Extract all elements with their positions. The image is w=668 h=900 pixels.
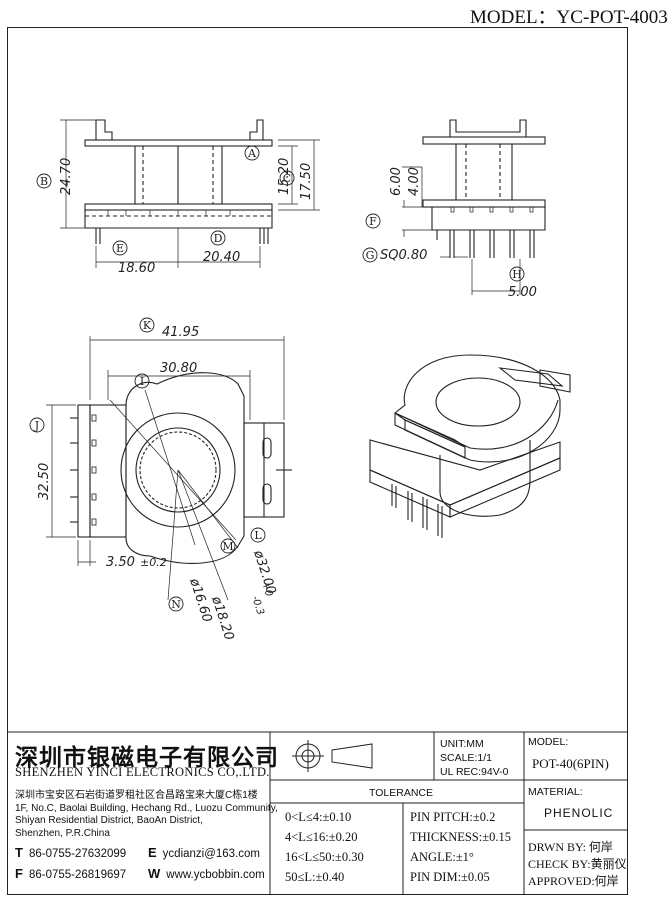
address-en-2: Shiyan Residential District, BaoAn Distr… <box>15 815 203 826</box>
address-en-1: 1F, No.C, Baolai Building, Hechang Rd., … <box>15 802 278 814</box>
pin-dim: PIN DIM:±0.05 <box>410 870 490 884</box>
unit: UNIT:MM <box>440 738 484 750</box>
address-en-3: Shenzhen, P.R.China <box>15 827 110 839</box>
callout-g: G <box>366 249 375 262</box>
dim-h: 5.00 <box>508 285 537 300</box>
dim-j2: 3.50 <box>106 555 135 570</box>
dim-f4: 4.00 <box>407 167 422 196</box>
dim-g: SQ0.80 <box>380 248 427 263</box>
callout-f: F <box>369 215 377 228</box>
check-by: CHECK BY:黄丽仪 <box>528 857 627 871</box>
dim-k: 41.95 <box>162 325 199 340</box>
dim-a: 15.20 <box>277 158 292 195</box>
dim-j: 32.50 <box>37 463 52 500</box>
callout-h: H <box>512 268 522 281</box>
callout-m: M <box>222 540 233 553</box>
callout-k: K <box>143 319 152 332</box>
email-value: ycdianzi@163.com <box>162 848 261 860</box>
dim-e: 18.60 <box>118 261 155 276</box>
fax-label: F <box>15 866 23 881</box>
callout-c: C <box>283 172 291 185</box>
fax-value: 86-0755-26819697 <box>28 869 127 881</box>
scale: SCALE:1/1 <box>440 752 492 764</box>
callout-n: N <box>171 598 181 611</box>
tolerance-1: 0<L≤4:±0.10 <box>285 810 352 824</box>
dim-l-tol-minus: -0.3 <box>249 595 265 617</box>
isometric-view <box>369 354 571 538</box>
material-title: MATERIAL: <box>528 786 583 798</box>
technical-drawing <box>7 119 628 895</box>
tel-label: T <box>15 845 23 860</box>
company-address: 深圳市宝安区石岩街道罗租社区合昌路宝来大厦C栋1楼 1F, No.C, Baol… <box>15 790 278 840</box>
contact-fax: F 86-0755-26819697 <box>15 866 126 881</box>
top-view <box>46 336 292 601</box>
tolerance-2: 4<L≤16:±0.20 <box>285 830 358 844</box>
company-name-en: SHENZHEN YINCI ELECTRONICS CO,.LTD. <box>15 765 270 779</box>
tel-value: 86-0755-27632099 <box>28 848 127 860</box>
company-name-cn: 深圳市银磁电子有限公司 <box>15 744 279 771</box>
dim-l-tol-plus: +0 <box>259 581 274 598</box>
contact-tel: T 86-0755-27632099 <box>15 845 126 860</box>
email-label: E <box>148 845 157 860</box>
material-value: PHENOLIC <box>544 806 614 820</box>
dim-b: 24.70 <box>59 158 74 195</box>
dim-k2: 30.80 <box>160 361 197 376</box>
web-value: www.ycbobbin.com <box>166 869 265 881</box>
front-view <box>60 119 320 268</box>
dim-d: 20.40 <box>203 250 240 265</box>
callout-b: B <box>40 175 48 188</box>
callout-l: L <box>254 529 262 542</box>
model-header: MODEL：YC-POT-4003 <box>470 7 668 28</box>
address-cn: 深圳市宝安区石岩街道罗租社区合昌路宝来大厦C栋1楼 <box>15 790 258 801</box>
tolerance-title: TOLERANCE <box>369 787 433 799</box>
web-label: W <box>148 866 161 881</box>
callout-e: E <box>116 242 124 255</box>
callout-a: A <box>247 147 257 160</box>
dim-j2-tol: ±0.2 <box>140 556 167 569</box>
angle: ANGLE:±1° <box>410 850 474 864</box>
pin-pitch: PIN PITCH:±0.2 <box>410 810 496 824</box>
approved-by: APPROVED:何岸 <box>528 874 619 888</box>
callout-d: D <box>214 232 223 245</box>
model-title: MODEL: <box>528 736 569 748</box>
callout-i: I <box>140 375 144 388</box>
dim-c: 17.50 <box>299 163 314 200</box>
drawn-by: DRWN BY: 何岸 <box>528 840 613 854</box>
dim-f6: 6.00 <box>389 167 404 196</box>
title-block-grid <box>7 731 628 895</box>
drawing-frame <box>7 27 628 895</box>
ul-rec: UL REC:94V-0 <box>440 766 509 778</box>
thickness: THICKNESS:±0.15 <box>410 830 511 844</box>
callout-j: J <box>34 419 39 432</box>
tolerance-3: 16<L≤50:±0.30 <box>285 850 364 864</box>
side-view <box>402 119 546 295</box>
tolerance-4: 50≤L:±0.40 <box>285 870 345 884</box>
model-value: POT-40(6PIN) <box>532 756 609 771</box>
projection-symbol <box>292 740 373 772</box>
